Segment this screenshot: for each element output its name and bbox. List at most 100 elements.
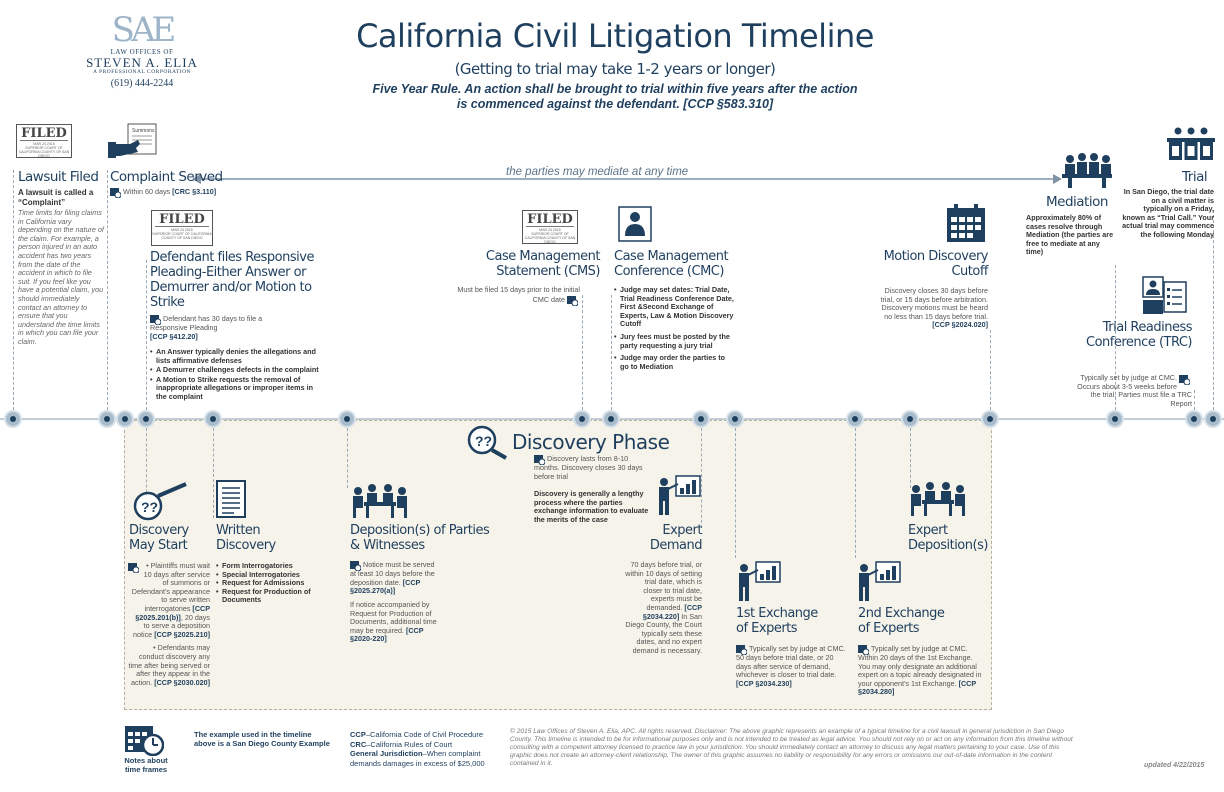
calendar-icon bbox=[947, 204, 985, 242]
trial-note: In San Diego, the trial date on a civil … bbox=[1122, 187, 1214, 239]
motion-title: Motion Discovery Cutoff bbox=[883, 249, 989, 279]
depositions-title: Deposition(s) of Parties & Witnesses bbox=[350, 523, 490, 553]
calendar-clock-icon bbox=[534, 454, 546, 466]
courtroom-icon bbox=[1167, 127, 1215, 160]
list-item: Jury fees must be posted by the party re… bbox=[614, 332, 734, 350]
connector bbox=[735, 428, 736, 558]
page-title: California Civil Litigation Timeline bbox=[356, 17, 874, 55]
list-item: Request for Production of Documents bbox=[216, 587, 336, 605]
depositions-note: Notice must be served at least 10 days b… bbox=[350, 559, 435, 596]
connector bbox=[1194, 390, 1195, 410]
trc-note: Typically set by judge at CMC. Occurs ab… bbox=[1077, 373, 1192, 408]
motion-note: Discovery closes 30 days before trial, o… bbox=[880, 286, 988, 330]
lawsuit-lead: A lawsuit is called a “Complaint” bbox=[18, 188, 94, 207]
defendant-note: Defendant has 30 days to file a Responsi… bbox=[150, 313, 263, 341]
node-depositions[interactable] bbox=[338, 410, 356, 428]
node-expert-demand[interactable] bbox=[692, 410, 710, 428]
calendar-clock-icon bbox=[150, 314, 162, 326]
connector bbox=[1115, 265, 1116, 410]
presenter-chart-icon bbox=[739, 561, 781, 601]
node-trc[interactable] bbox=[1185, 410, 1203, 428]
updated-date: updated 4/22/2015 bbox=[1144, 762, 1205, 769]
cmc-bullets: Judge may set dates: Trial Date, Trial R… bbox=[614, 285, 734, 372]
logo-line1: LAW OFFICES OF bbox=[110, 48, 174, 56]
summons-label: Summons bbox=[132, 128, 155, 134]
logo-line2: STEVEN A. ELIA bbox=[86, 55, 198, 70]
calendar-clock-icon bbox=[858, 644, 870, 656]
calendar-clock-icon bbox=[110, 187, 122, 199]
notes-label: Notes about time frames bbox=[124, 756, 168, 774]
summons-hand-icon: Summons bbox=[108, 123, 157, 158]
example-note: The example used in the timeline above i… bbox=[194, 730, 330, 748]
node-complaint-served[interactable] bbox=[98, 410, 116, 428]
defendant-bullets: An Answer typically denies the allegatio… bbox=[150, 347, 320, 403]
question-magnifier-icon: ?? bbox=[467, 425, 507, 460]
node-exchange-1[interactable] bbox=[726, 410, 744, 428]
node-cms[interactable] bbox=[573, 410, 591, 428]
disclaimer: © 2015 Law Offices of Steven A. Elia, AP… bbox=[510, 728, 1073, 767]
mediation-title: Mediation bbox=[1046, 194, 1108, 210]
node-exchange-2[interactable] bbox=[846, 410, 864, 428]
logo: SAE LAW OFFICES OF STEVEN A. ELIA A PROF… bbox=[72, 12, 212, 89]
exchange2-note: Typically set by judge at CMC. Within 20… bbox=[858, 643, 982, 697]
calendar-clock-icon bbox=[567, 295, 579, 307]
complaint-note: Within 60 days [CRC §3.110] bbox=[110, 187, 250, 199]
mediation-note: Approximately 80% of cases resolve throu… bbox=[1026, 213, 1114, 257]
list-item: Form Interrogatories bbox=[216, 561, 336, 571]
node-mediation[interactable] bbox=[1106, 410, 1124, 428]
depositions-note-2: If notice accompanied by Request for Pro… bbox=[350, 600, 437, 644]
connector bbox=[910, 428, 911, 488]
connector bbox=[1213, 210, 1214, 410]
complaint-title: Complaint Served bbox=[110, 169, 223, 185]
calendar-clock-icon bbox=[125, 726, 164, 756]
connector bbox=[146, 428, 147, 508]
node-discovery-start[interactable] bbox=[116, 410, 134, 428]
list-item: Request for Admissions bbox=[216, 579, 336, 588]
expert-demand-note: 70 days before trial, or within 10 days … bbox=[625, 560, 702, 655]
node-responsive-pleading[interactable] bbox=[137, 410, 155, 428]
node-written-discovery[interactable] bbox=[204, 410, 222, 428]
svg-text:??: ?? bbox=[475, 433, 492, 449]
calendar-clock-icon bbox=[1179, 374, 1191, 386]
connector bbox=[582, 295, 583, 410]
node-motion-cutoff[interactable] bbox=[981, 410, 999, 428]
connector bbox=[347, 428, 348, 488]
discovery-note: Discovery lasts from 8-10 months. Discov… bbox=[534, 453, 643, 481]
written-title: Written Discovery bbox=[216, 523, 276, 553]
connector bbox=[13, 170, 14, 410]
expert-demand-title: Expert Demand bbox=[649, 523, 703, 553]
node-trial[interactable] bbox=[1204, 410, 1222, 428]
exchange2-title: 2nd Exchange of Experts bbox=[858, 606, 945, 636]
expert-depo-title: Expert Deposition(s) bbox=[908, 523, 988, 553]
connector bbox=[107, 170, 108, 410]
cms-note: Must be filed 15 days prior to the initi… bbox=[455, 285, 580, 307]
logo-phone[interactable]: (619) 444-2244 bbox=[110, 78, 174, 89]
node-cmc[interactable] bbox=[602, 410, 620, 428]
connector bbox=[855, 428, 856, 558]
five-year-rule: Five Year Rule. An action shall be broug… bbox=[372, 82, 858, 111]
lawsuit-text: Time limits for filing claims in Califor… bbox=[18, 208, 104, 346]
written-bullets: Form Interrogatories Special Interrogato… bbox=[216, 561, 336, 605]
svg-text:??: ?? bbox=[141, 499, 158, 515]
trial-title: Trial bbox=[1182, 169, 1208, 185]
deposition-table-icon bbox=[353, 484, 407, 518]
list-item: An Answer typically denies the allegatio… bbox=[150, 347, 320, 365]
logo-mark: SAE bbox=[111, 10, 177, 50]
may-start-title: Discovery May Start bbox=[129, 523, 189, 553]
logo-line3: A PROFESSIONAL CORPORATION bbox=[92, 69, 192, 75]
presenter-chart-icon bbox=[659, 475, 701, 515]
node-lawsuit-filed[interactable] bbox=[4, 410, 22, 428]
defendant-title: Defendant files Responsive Pleading-Eith… bbox=[150, 250, 314, 310]
abbreviations: CCP–California Code of Civil Procedure C… bbox=[350, 730, 485, 768]
calendar-clock-icon bbox=[350, 560, 362, 572]
connector bbox=[701, 428, 702, 528]
lawsuit-title: Lawsuit Filed bbox=[18, 169, 99, 185]
list-item: Special Interrogatories bbox=[216, 570, 336, 580]
may-start-note: • Plaintiffs must wait 10 days after ser… bbox=[128, 561, 210, 687]
cms-title: Case Management Statement (CMS) bbox=[485, 249, 601, 279]
node-expert-depositions[interactable] bbox=[901, 410, 919, 428]
calendar-clock-icon bbox=[128, 562, 140, 574]
filed-stamp-icon: FILED MAR 24 2015 SUPERIOR COURT OF CALI… bbox=[522, 210, 578, 244]
judge-icon bbox=[618, 206, 652, 242]
presenter-chart-icon bbox=[859, 561, 901, 601]
